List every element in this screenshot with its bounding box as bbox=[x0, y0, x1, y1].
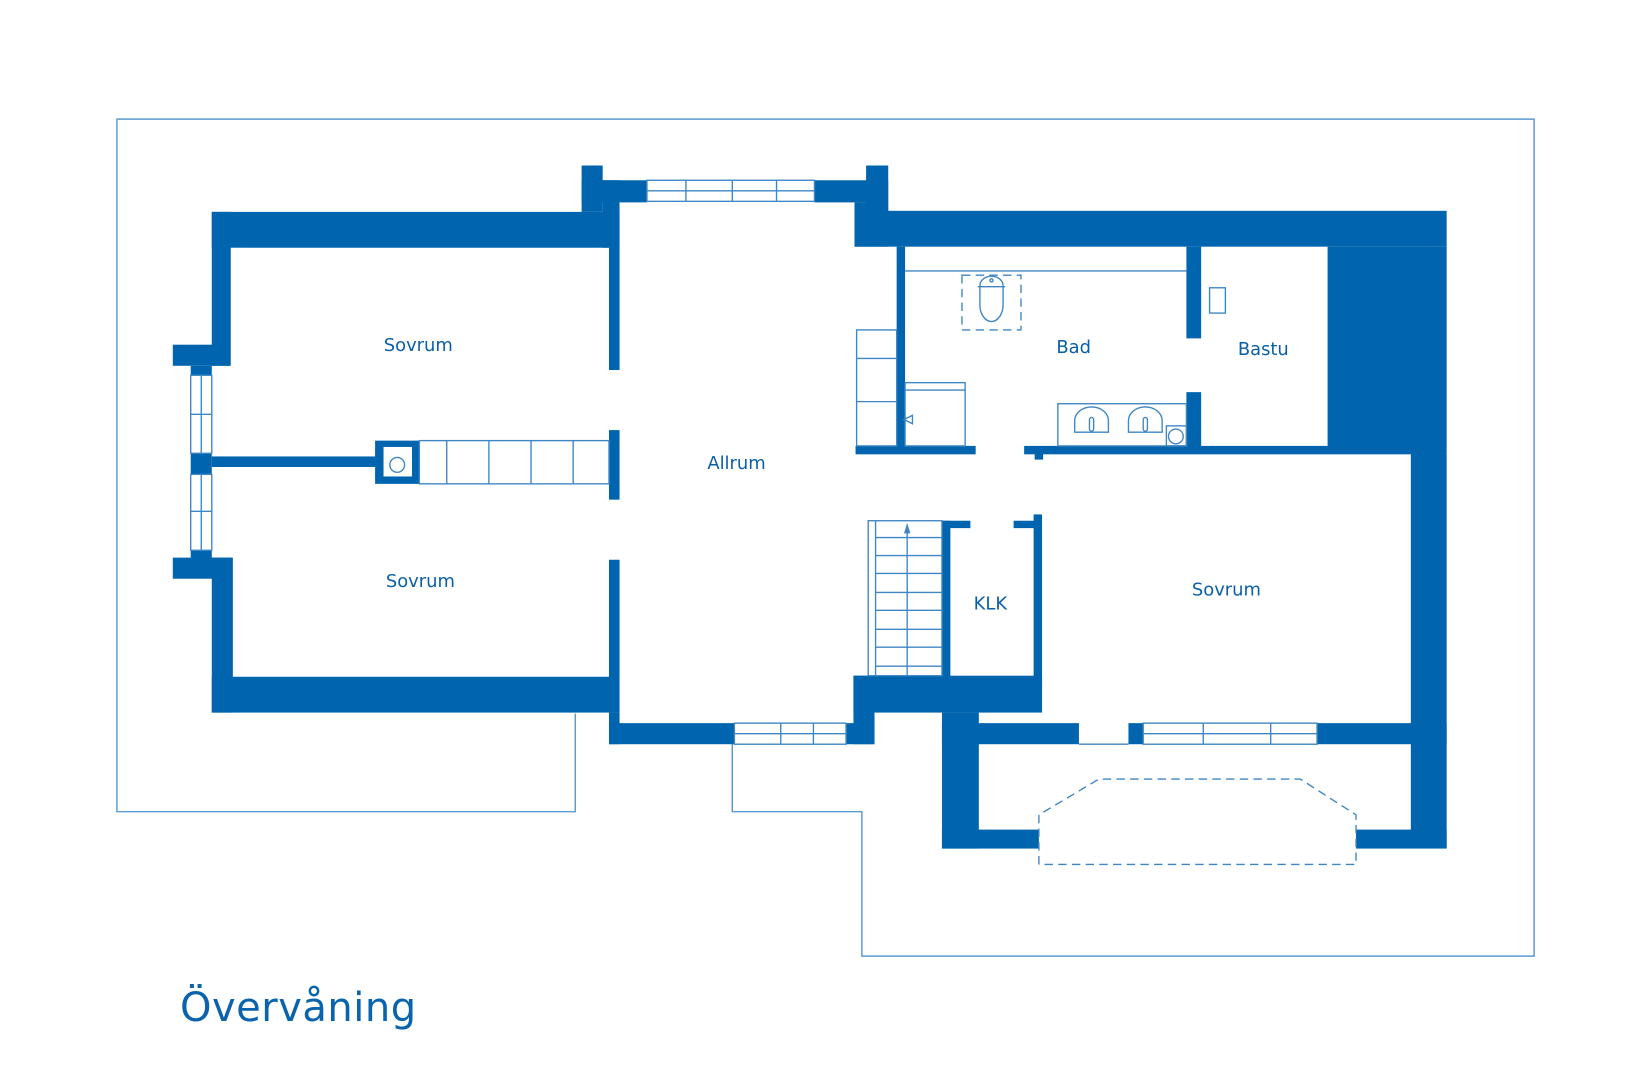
room-label-sovrum-lower: Sovrum bbox=[386, 571, 455, 592]
fixtures bbox=[389, 270, 1357, 866]
shower-icon bbox=[904, 381, 966, 447]
chimney-icon bbox=[389, 456, 406, 473]
toilet-icon bbox=[961, 274, 1022, 331]
room-label-bastu: Bastu bbox=[1238, 339, 1289, 360]
walls bbox=[172, 165, 1447, 849]
room-label-allrum: Allrum bbox=[707, 453, 765, 474]
windows bbox=[190, 179, 1318, 745]
stairs-icon bbox=[867, 520, 943, 677]
roof-outline bbox=[116, 118, 1535, 957]
room-label-bad: Bad bbox=[1056, 337, 1091, 358]
room-label-sovrum-right: Sovrum bbox=[1192, 580, 1261, 601]
double-sink-icon bbox=[1057, 403, 1188, 447]
balcony-outline bbox=[1038, 778, 1357, 866]
closet-icon bbox=[855, 329, 898, 447]
room-labels: Sovrum Sovrum Allrum Bad Bastu KLK Sovru… bbox=[384, 335, 1289, 614]
sauna-heater-icon bbox=[1208, 287, 1227, 314]
room-label-klk: KLK bbox=[974, 593, 1009, 614]
floor-title: Övervåning bbox=[180, 985, 417, 1031]
room-label-sovrum-upper: Sovrum bbox=[384, 335, 453, 356]
